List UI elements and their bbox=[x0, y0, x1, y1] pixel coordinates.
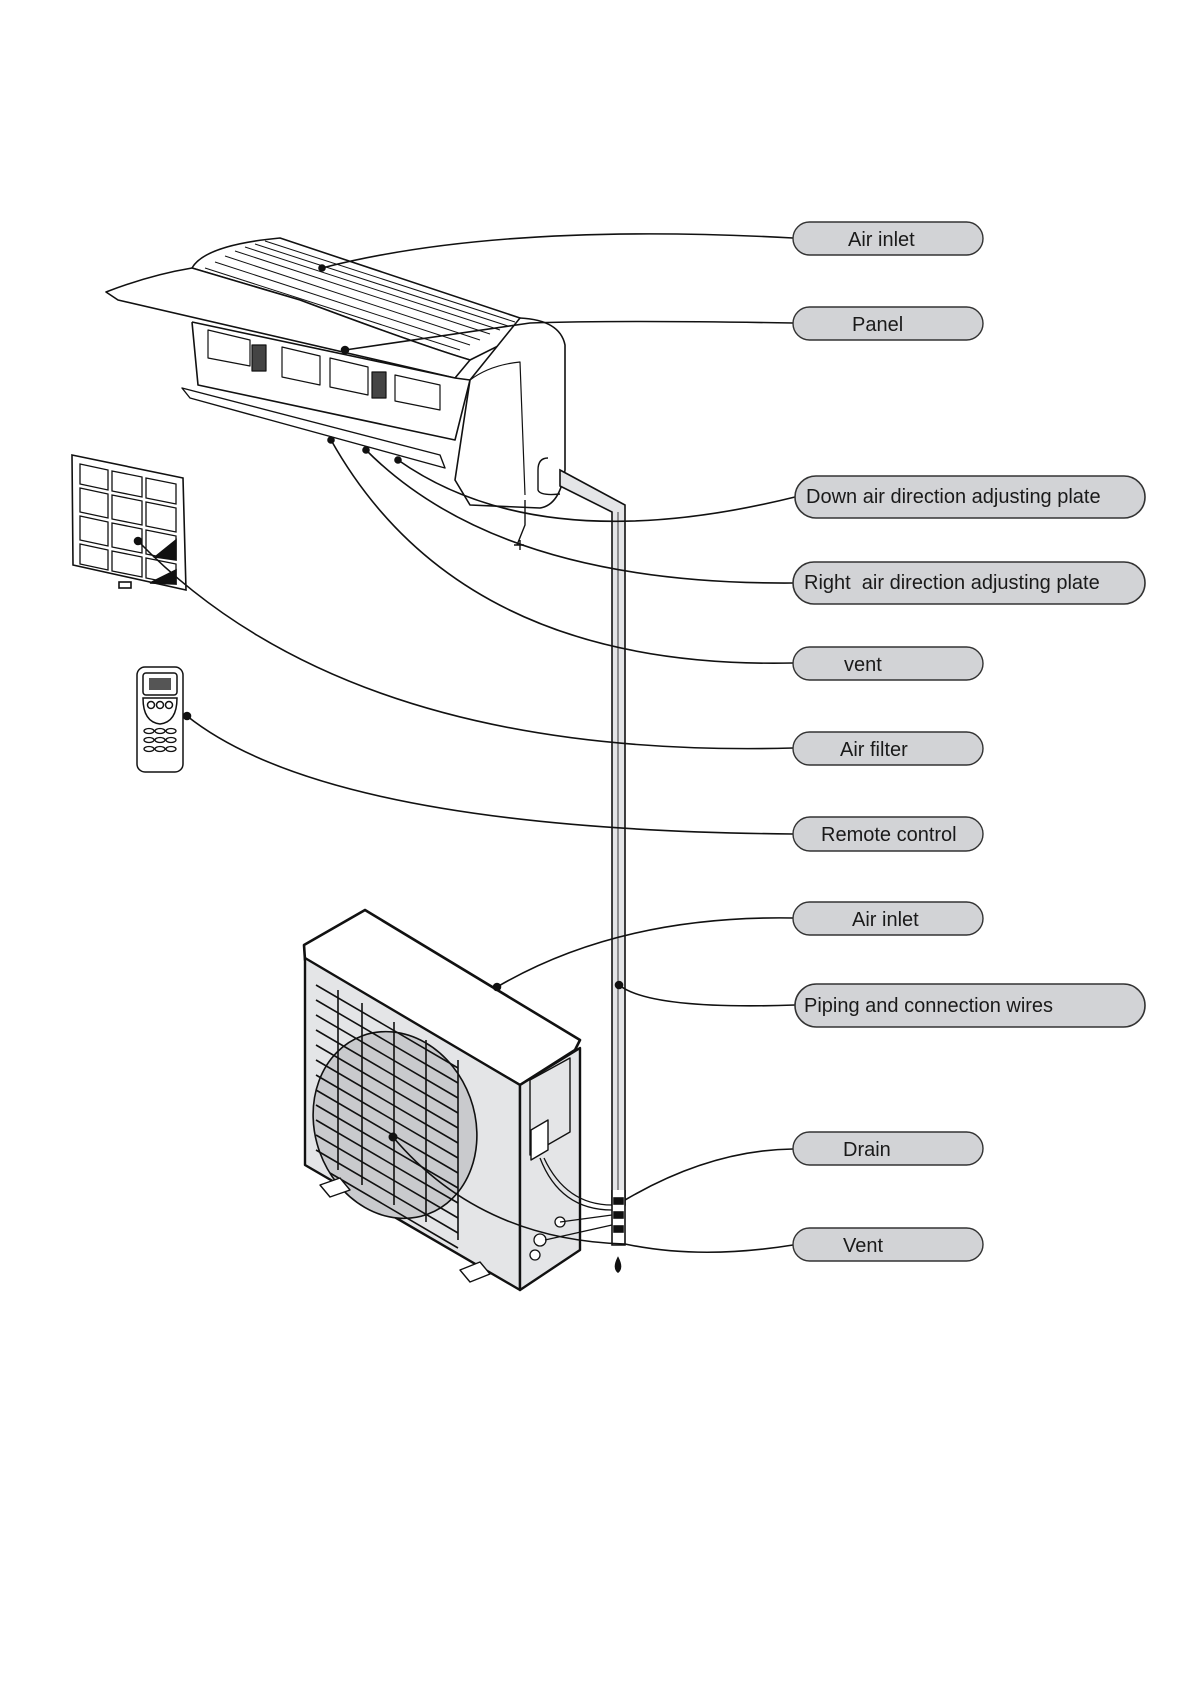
label-vent-outdoor: Vent bbox=[792, 1227, 984, 1262]
svg-text:Remote control: Remote control bbox=[821, 824, 957, 846]
leader-air-filter bbox=[137, 540, 794, 750]
svg-text:Air inlet: Air inlet bbox=[848, 229, 915, 251]
indoor-unit bbox=[105, 237, 566, 550]
indoor-louver bbox=[181, 387, 446, 469]
label-right-air-plate: Right air direction adjusting plate bbox=[792, 561, 1146, 605]
remote-control-illustration bbox=[136, 666, 184, 773]
labels: Air inlet Panel Down air direction adjus… bbox=[792, 221, 1146, 1262]
indoor-grille-slats bbox=[204, 240, 516, 351]
leader-vent-outdoor bbox=[392, 1136, 794, 1254]
leader-lines bbox=[133, 233, 796, 1254]
svg-text:Drain: Drain bbox=[843, 1139, 891, 1161]
leader-down-air-plate bbox=[397, 459, 796, 523]
label-piping: Piping and connection wires bbox=[794, 983, 1146, 1028]
svg-text:Vent: Vent bbox=[843, 1235, 883, 1257]
leader-drain bbox=[624, 1148, 794, 1201]
label-air-inlet-indoor: Air inlet bbox=[792, 221, 984, 256]
outdoor-grille bbox=[315, 984, 459, 1249]
svg-text:Panel: Panel bbox=[852, 314, 903, 336]
leader-right-air-plate bbox=[365, 449, 794, 584]
svg-text:Right air direction adjusting: Right air direction adjusting plate bbox=[804, 572, 1100, 594]
leader-air-inlet-outdoor bbox=[496, 917, 794, 988]
svg-text:Down air direction adjusting p: Down air direction adjusting plate bbox=[806, 486, 1101, 508]
svg-text:vent: vent bbox=[844, 654, 882, 676]
air-filter-illustration bbox=[71, 454, 187, 592]
leader-piping bbox=[618, 984, 796, 1007]
label-air-inlet-outdoor: Air inlet bbox=[792, 901, 984, 936]
label-drain: Drain bbox=[792, 1131, 984, 1166]
indoor-front-panel bbox=[105, 267, 471, 379]
label-vent-indoor: vent bbox=[792, 646, 984, 681]
leader-remote-control bbox=[186, 715, 794, 835]
svg-text:Air filter: Air filter bbox=[840, 739, 908, 761]
svg-text:Air inlet: Air inlet bbox=[852, 909, 919, 931]
label-air-filter: Air filter bbox=[792, 731, 984, 766]
label-remote-control: Remote control bbox=[792, 816, 984, 852]
label-down-air-plate: Down air direction adjusting plate bbox=[794, 475, 1146, 519]
leader-air-inlet-indoor bbox=[321, 233, 794, 269]
svg-text:Piping and connection wires: Piping and connection wires bbox=[804, 995, 1053, 1017]
label-panel: Panel bbox=[792, 306, 984, 341]
indoor-filter-windows bbox=[207, 329, 441, 411]
leader-vent-indoor bbox=[330, 439, 794, 664]
outdoor-unit bbox=[302, 908, 613, 1292]
leader-panel bbox=[344, 320, 794, 351]
